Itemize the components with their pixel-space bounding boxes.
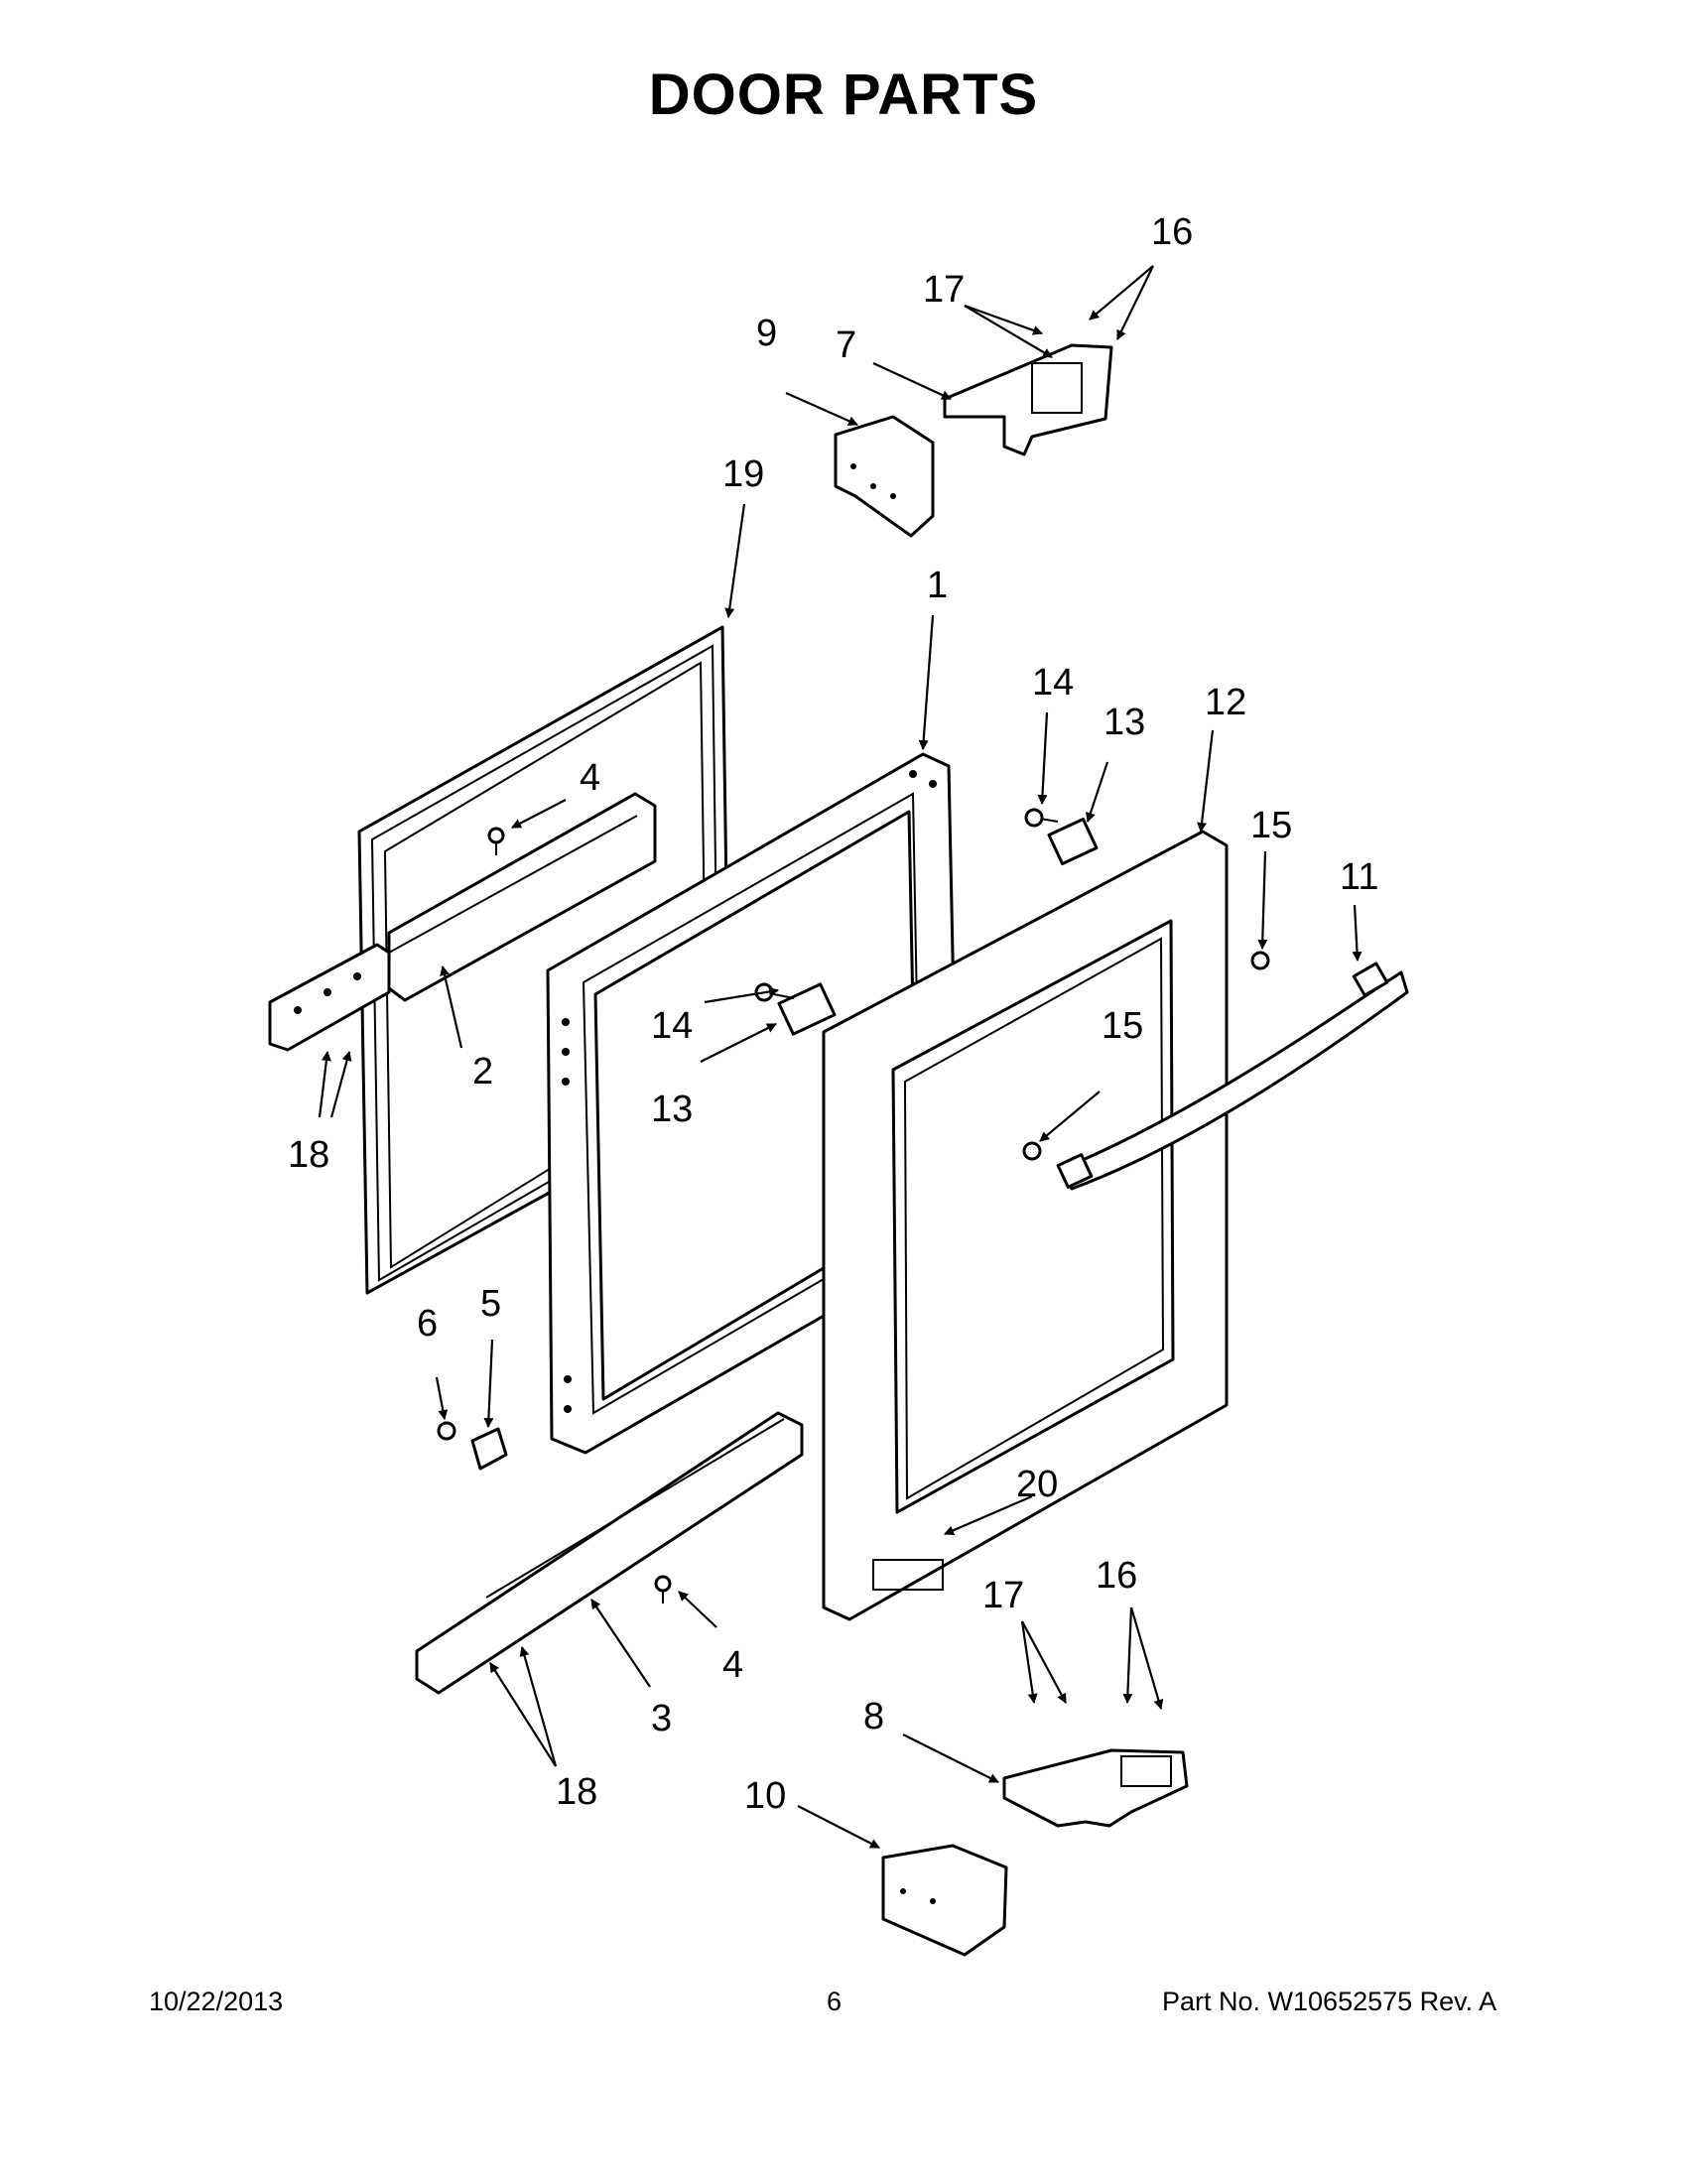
callout-1: 1 [927,565,948,606]
callout-4-lower: 4 [722,1644,743,1686]
plug-button-upper [1250,951,1270,970]
page-title: DOOR PARTS [648,63,1039,127]
callout-8: 8 [863,1696,884,1737]
bottom-hinge-cover-part [881,1844,1008,1957]
callout-16-top: 16 [1151,211,1193,253]
bottom-hinge-part [1002,1748,1189,1828]
door-handle-part [1056,962,1409,1191]
callout-15-lower: 15 [1102,1005,1143,1047]
callout-17-bottom: 17 [982,1575,1024,1616]
footer-part-number: Part No. W10652575 Rev. A [1162,1987,1497,2016]
callout-17-top: 17 [923,269,965,311]
callout-19: 19 [722,453,764,495]
outer-door-panel-part [822,830,1229,1621]
callout-10: 10 [744,1775,786,1817]
callout-5: 5 [480,1283,501,1325]
callout-18-lower: 18 [556,1771,597,1813]
plug-button-lower [1022,1141,1042,1161]
callout-16-bottom: 16 [1096,1555,1137,1597]
footer-page-number: 6 [827,1987,843,2016]
callout-15-upper: 15 [1250,805,1292,846]
upper-stop-stud-part [1024,808,1099,866]
callout-12: 12 [1205,682,1246,723]
callout-13-upper: 13 [1103,702,1145,743]
clip-screw-part [437,1421,456,1441]
screw-bottom [654,1575,672,1604]
leader-arrows [318,265,1363,1849]
callout-4-upper: 4 [580,757,600,799]
bracket-clip-part [470,1427,508,1471]
callout-3: 3 [651,1698,672,1739]
callout-6: 6 [417,1303,438,1345]
callout-labels: 16 17 7 9 19 1 14 13 12 15 11 15 4 2 14 … [288,211,1378,1817]
callout-20: 20 [1016,1464,1058,1505]
callout-14-upper: 14 [1032,662,1074,704]
top-hinge-cover-part [834,415,935,538]
callout-14-mid: 14 [651,1005,693,1047]
callout-18-upper: 18 [288,1134,329,1176]
bottom-rail-part [415,1411,804,1695]
callout-2: 2 [472,1051,493,1092]
footer-date: 10/22/2013 [149,1987,284,2016]
top-hinge-part [943,343,1113,456]
callout-11: 11 [1340,856,1378,898]
callout-13-mid: 13 [651,1089,693,1130]
callout-7: 7 [836,324,856,366]
upper-bracket-part [268,943,391,1052]
callout-9: 9 [756,313,777,354]
screw-top [487,827,505,855]
